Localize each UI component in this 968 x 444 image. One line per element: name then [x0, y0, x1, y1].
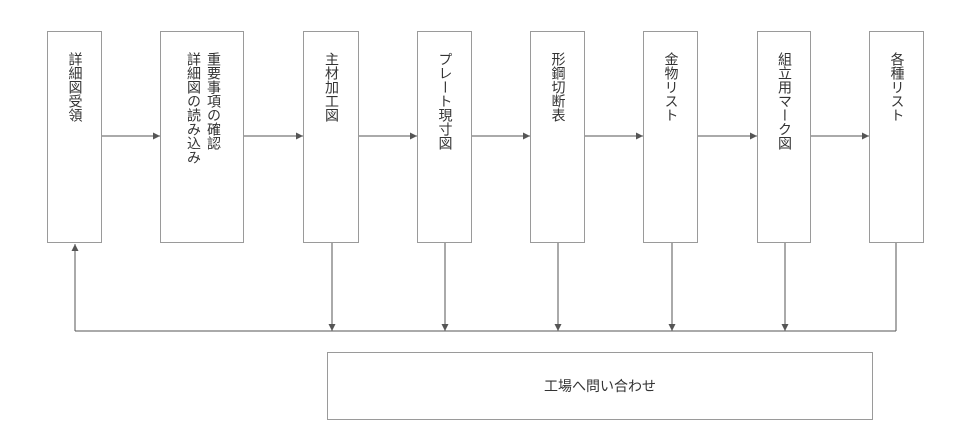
step-label: 各種リスト	[888, 52, 905, 122]
step-box-plate-fullsize-drawing: プレート現寸図	[417, 31, 472, 243]
step-label: 組立用マーク図	[776, 52, 792, 150]
step-label: 形鋼切断表	[549, 52, 566, 122]
step-label: プレート現寸図	[436, 52, 453, 150]
step-label: 詳細図受領	[66, 52, 83, 122]
step-box-main-material-drawing: 主材加工図	[303, 31, 359, 243]
step-label-line-1: 重要事項の確認	[205, 52, 221, 150]
step-label-line-2: 詳細図の読み込み	[185, 52, 201, 164]
step-label: 主材加工図	[323, 52, 339, 122]
factory-inquiry-box: 工場へ問い合わせ	[327, 352, 873, 420]
step-box-various-lists: 各種リスト	[869, 31, 924, 243]
step-box-hardware-list: 金物リスト	[643, 31, 698, 243]
step-box-confirm-important-items: 重要事項の確認 詳細図の読み込み	[160, 31, 244, 243]
step-label: 金物リスト	[662, 52, 679, 122]
step-box-assembly-mark-drawing: 組立用マーク図	[757, 31, 811, 243]
step-box-section-cutting-table: 形鋼切断表	[530, 31, 585, 243]
step-box-detail-drawing-receipt: 詳細図受領	[47, 31, 102, 243]
factory-inquiry-label: 工場へ問い合わせ	[544, 379, 656, 395]
